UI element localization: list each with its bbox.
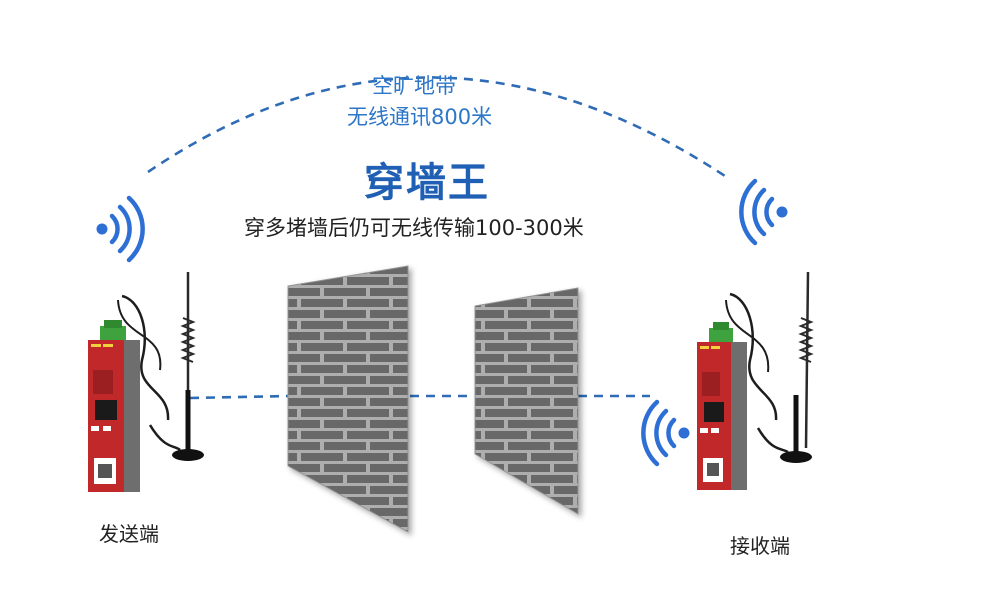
wifi-signal-icon-sender <box>96 195 145 263</box>
open-area-range-label: 无线通讯800米 <box>347 105 493 129</box>
sender-device <box>88 272 204 492</box>
open-area-label: 空旷地带 <box>372 74 456 98</box>
sender-label: 发送端 <box>99 522 159 546</box>
wifi-signal-icon-receiver-bottom <box>641 399 690 467</box>
wall-mode-subtitle: 穿多堵墙后仍可无线传输100-300米 <box>244 216 584 240</box>
receiver-label: 接收端 <box>730 534 790 558</box>
open-area-link-arc <box>147 76 729 180</box>
wall-link-left <box>189 394 291 400</box>
wall-mode-title: 穿墙王 <box>364 160 490 206</box>
brick-wall-1 <box>287 265 409 533</box>
brick-wall-2 <box>474 287 579 515</box>
wifi-signal-icon-receiver-top <box>739 178 788 246</box>
receiver-device <box>697 271 814 490</box>
